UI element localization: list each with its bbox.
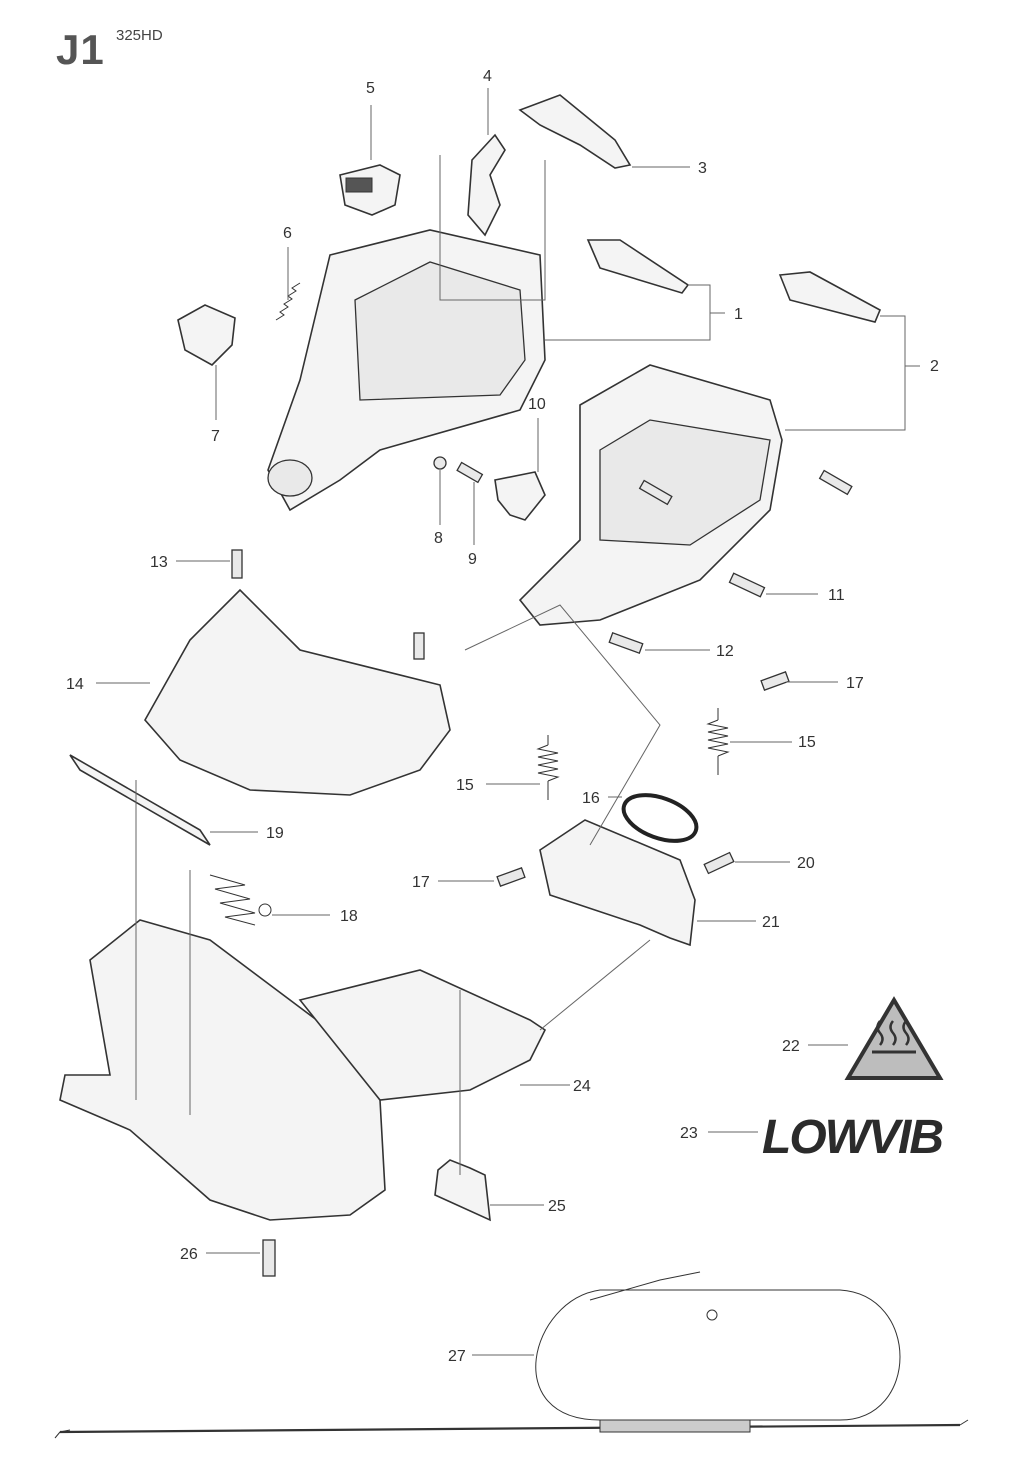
part-23-lowvib-decal[interactable]: LOWVIB (762, 1111, 944, 1164)
callout-6: 6 (283, 225, 292, 242)
handle-housing-left-half[interactable] (267, 229, 546, 512)
callout-labels: 1 2 3 4 5 6 7 8 9 10 11 12 13 14 15 15 1… (66, 68, 939, 1365)
part-16-o-ring[interactable] (617, 786, 702, 850)
callout-18: 18 (340, 908, 358, 925)
part-26-screw[interactable] (262, 1239, 276, 1277)
part-21-bracket[interactable] (539, 819, 696, 947)
part-10-bracket[interactable] (494, 471, 546, 521)
callout-24: 24 (573, 1078, 591, 1095)
callout-21: 21 (762, 914, 780, 931)
screw-housing-b[interactable] (818, 469, 853, 496)
callout-17-upper: 17 (846, 675, 864, 692)
callout-7: 7 (211, 428, 220, 445)
part-8-washer[interactable] (433, 456, 447, 470)
part-11-screw[interactable] (728, 572, 766, 598)
callout-25: 25 (548, 1198, 566, 1215)
part-6-spring[interactable] (275, 282, 301, 321)
part-4-trigger-lockout[interactable] (467, 133, 506, 237)
part-7-contact[interactable] (177, 304, 236, 366)
callout-20: 20 (797, 855, 815, 872)
screw-housing-a[interactable] (638, 479, 673, 506)
part-25-clip[interactable] (434, 1159, 491, 1222)
callout-1: 1 (734, 306, 743, 323)
assembly-guide-lines (135, 155, 661, 1175)
part-17-screw-lower[interactable] (496, 867, 526, 887)
callout-12: 12 (716, 643, 734, 660)
callout-16: 16 (582, 790, 600, 807)
callout-3: 3 (698, 160, 707, 177)
part-2-grip-right[interactable] (778, 271, 882, 323)
part-24-front-handle[interactable] (59, 919, 547, 1221)
callout-11: 11 (828, 587, 845, 604)
callout-23: 23 (680, 1125, 698, 1142)
callout-15-right: 15 (798, 734, 816, 751)
callout-26: 26 (180, 1246, 198, 1263)
part-19-decal-sheet[interactable] (69, 754, 211, 846)
callout-14: 14 (66, 676, 84, 693)
page-title: J1 (56, 26, 105, 73)
callout-4: 4 (483, 68, 492, 85)
callout-22: 22 (782, 1038, 800, 1055)
lowvib-logo: LOWVIB (762, 1111, 942, 1164)
part-3-throttle-trigger[interactable] (518, 94, 632, 169)
callout-5: 5 (366, 80, 375, 97)
part-13-screw[interactable] (231, 549, 243, 579)
part-9-screw[interactable] (456, 461, 484, 484)
model-label: 325HD (116, 27, 163, 44)
part-15-spring-right[interactable] (706, 708, 730, 775)
part-27-cable-assembly[interactable] (54, 1271, 969, 1439)
callout-27: 27 (448, 1348, 466, 1365)
part-12-screw[interactable] (608, 631, 644, 655)
callout-2: 2 (930, 358, 939, 375)
part-22-hot-surface-warning[interactable] (844, 996, 944, 1080)
callout-9: 9 (468, 551, 477, 568)
part-18-spring[interactable] (209, 874, 272, 926)
part-14-guard[interactable] (144, 588, 451, 796)
callout-15-left: 15 (456, 777, 474, 794)
part-20-screw[interactable] (703, 851, 735, 875)
callout-17-lower: 17 (412, 874, 430, 891)
screw-guard[interactable] (413, 632, 425, 660)
callout-8: 8 (434, 530, 443, 547)
part-1-grip-left[interactable] (586, 239, 690, 294)
part-15-spring-left[interactable] (536, 735, 560, 800)
callout-13: 13 (150, 554, 168, 571)
part-17-screw-upper[interactable] (760, 671, 790, 691)
callout-19: 19 (266, 825, 284, 842)
part-5-stop-switch[interactable] (339, 164, 401, 216)
callout-10: 10 (528, 396, 546, 413)
